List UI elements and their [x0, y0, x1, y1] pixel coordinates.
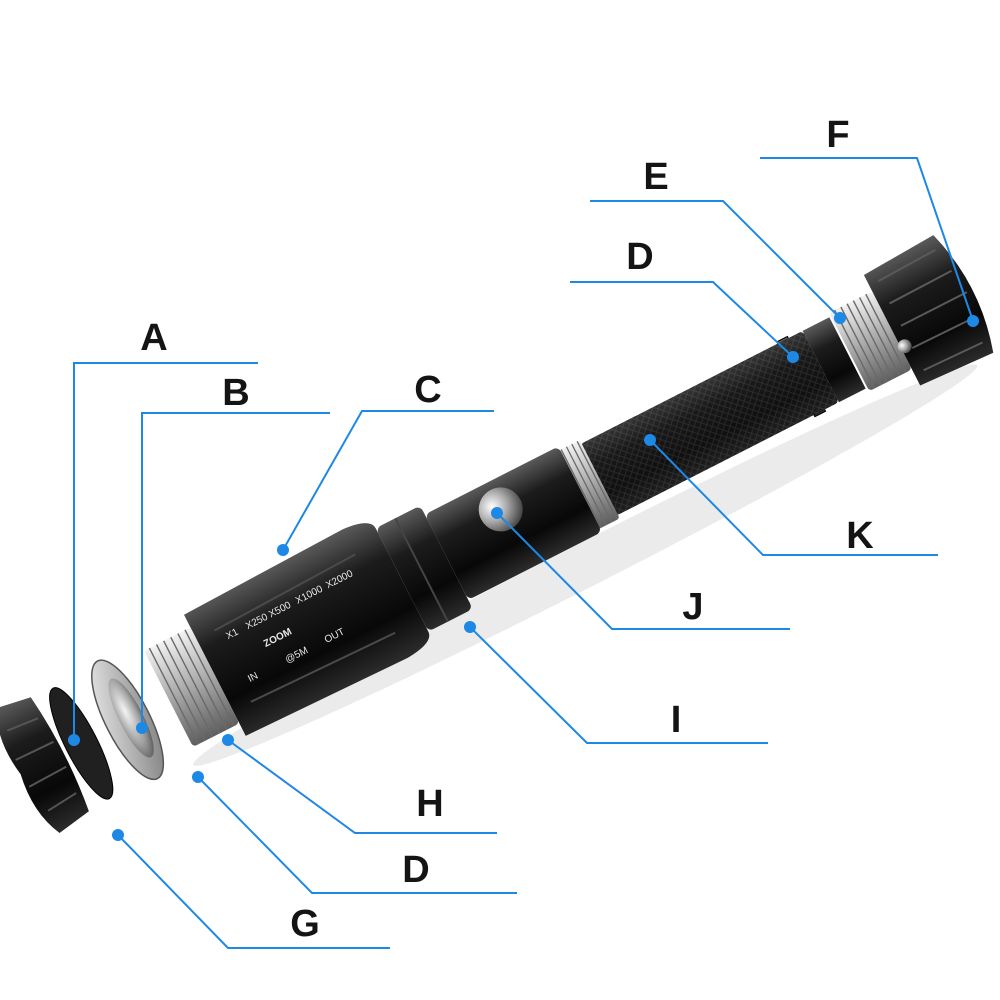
dot-f: [967, 315, 979, 327]
lens: [108, 678, 154, 758]
dot-a: [68, 734, 80, 746]
leader-d-bottom: [197, 776, 517, 894]
lanyard-hole: [897, 339, 912, 354]
callout-j: J: [682, 586, 703, 628]
neck-collar: [377, 507, 471, 630]
callout-b: B: [222, 372, 249, 414]
leader-d-top: [570, 281, 794, 358]
tail-cap-ribs: [877, 248, 983, 372]
zoom-scale-1: X1: [224, 627, 240, 643]
leader-j: [496, 512, 790, 630]
zoom-head: [184, 523, 430, 736]
bezel-ribs: [6, 717, 77, 812]
leader-b: [141, 412, 330, 728]
callout-c: C: [414, 369, 441, 411]
callout-d-bottom: D: [402, 849, 429, 891]
zoom-head-facets: [214, 553, 396, 703]
flashlight-illustration: X1 X250 X500 X1000 X2000 ZOOM IN @5M OUT: [0, 235, 994, 833]
leader-k: [649, 439, 938, 556]
leader-c: [282, 410, 494, 551]
mid-thread-grooves: [560, 441, 618, 529]
neck-groove: [394, 517, 449, 623]
callout-f: F: [826, 114, 849, 156]
bezel-o-ring: [49, 687, 114, 800]
callout-g: G: [290, 903, 320, 945]
head-thread-ring: [145, 628, 239, 746]
leader-h: [227, 739, 497, 834]
dot-j: [491, 507, 503, 519]
leader-i: [469, 626, 768, 744]
tail-thread-ring: [830, 292, 911, 390]
dot-e: [834, 312, 846, 324]
dot-d-bottom: [192, 771, 204, 783]
tail-cap: [863, 235, 994, 386]
leader-lines: [68, 157, 979, 949]
callout-a: A: [140, 317, 167, 359]
callout-h: H: [416, 783, 443, 825]
zoom-in-label: IN: [246, 670, 260, 684]
callout-k: K: [846, 515, 874, 557]
head-thread-grooves: [148, 629, 235, 745]
callout-d-top: D: [626, 236, 653, 278]
callout-labels: A B C D E F G H D I J K: [140, 114, 874, 945]
dot-c: [277, 544, 289, 556]
dot-d-top: [787, 351, 799, 363]
leader-e: [590, 200, 841, 319]
dot-b: [136, 722, 148, 734]
leader-f: [760, 157, 974, 322]
tail-sleeve: [802, 317, 866, 403]
grip-shading: [581, 332, 838, 515]
leader-g: [117, 834, 390, 949]
dot-k: [644, 434, 656, 446]
dot-i: [464, 621, 476, 633]
leader-a: [73, 362, 258, 740]
callout-i: I: [671, 699, 682, 741]
dot-g: [112, 829, 124, 841]
dot-h: [222, 734, 234, 746]
callout-e: E: [643, 156, 668, 198]
